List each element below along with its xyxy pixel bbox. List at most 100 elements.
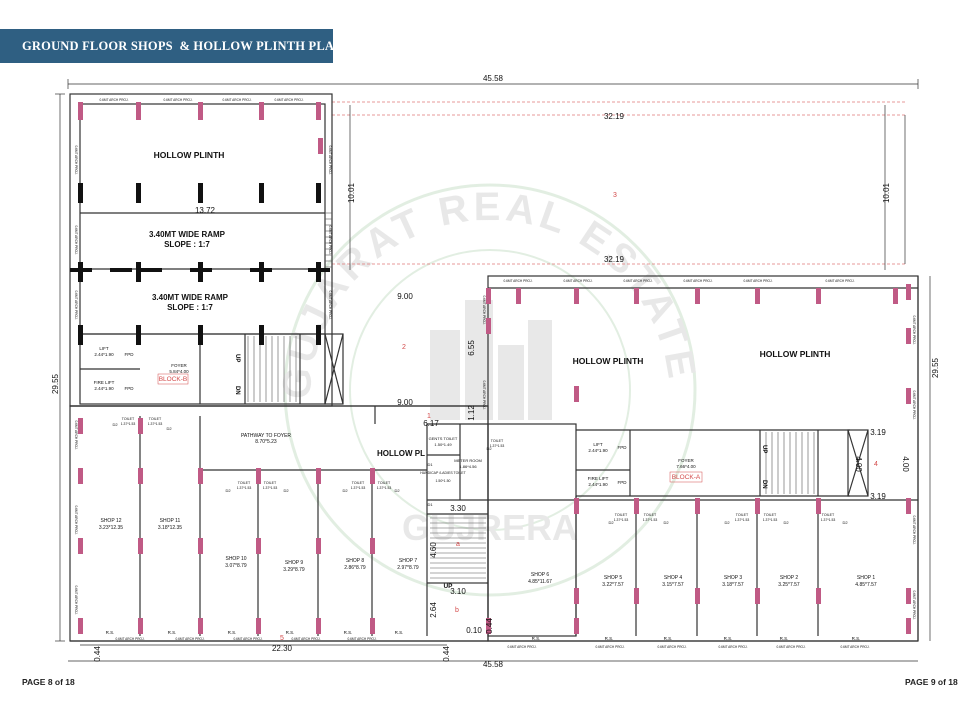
toilet-label: TOILET <box>764 513 777 517</box>
toilet-label: TOILET <box>238 481 251 485</box>
column <box>906 328 911 344</box>
rolling-shutter-label: R.S. <box>286 630 295 635</box>
arch-projection-label: 0.6MT ARCH PROJ. <box>508 645 537 649</box>
fire-lift-b-label: FIRE LIFT <box>94 380 115 385</box>
page-title-banner: GROUND FLOOR SHOPS & HOLLOW PLINTH PLAN <box>0 29 343 63</box>
foyer-a-label: FOYER <box>678 458 694 463</box>
page-number-left: PAGE 8 of 18 <box>22 677 75 687</box>
up-a: UP <box>761 445 767 453</box>
column <box>198 183 203 203</box>
dim-strip-617: 6.17 <box>423 419 439 428</box>
column <box>755 588 760 604</box>
arch-projection-label: 0.6MT ARCH PROJ. <box>826 279 855 283</box>
arch-projection-label: 0.6MT ARCH PROJ. <box>912 391 916 420</box>
column <box>893 288 898 304</box>
toilet-size: 1.37*1.53 <box>614 518 629 522</box>
toilet-size: 1.37*1.53 <box>643 518 658 522</box>
ramp-2-label: 3.40MT WIDE RAMP <box>152 293 229 302</box>
shop-name: SHOP 4 <box>664 575 682 581</box>
marker-4: 4 <box>874 461 878 468</box>
gents-toilet-size: 1.50*1.49 <box>434 442 452 447</box>
rolling-shutter-label: R.S. <box>664 636 673 641</box>
door-d2: D2 <box>342 488 348 493</box>
column <box>370 618 375 634</box>
hollow-pl-label: HOLLOW PL <box>377 449 425 458</box>
dim-mid-span: 32.19 <box>604 255 625 264</box>
shop-size: 3.23*12.35 <box>99 525 123 531</box>
shop-name: SHOP 1 <box>857 575 875 581</box>
toilet-label: TOILET <box>644 513 657 517</box>
column <box>198 468 203 484</box>
column <box>138 538 143 554</box>
toilet-size: 1.37*1.53 <box>237 486 252 490</box>
arch-projection-label: 0.6MT ARCH PROJ. <box>912 591 916 620</box>
column <box>906 284 911 300</box>
shop-size: 2.86*8.79 <box>344 565 366 571</box>
dim-top-span: 32.19 <box>604 112 625 121</box>
toilet-label: TOILET <box>491 439 504 443</box>
arch-projection-label: 0.6MT ARCH PROJ. <box>223 98 252 102</box>
column <box>316 468 321 484</box>
dim-right-height: 29.55 <box>931 357 940 378</box>
arch-projection-label: 0.6MT ARCH PROJ. <box>841 645 870 649</box>
arch-projection-label: 0.6MT ARCH PROJ. <box>74 291 78 320</box>
arch-projection-label: 0.6MT ARCH PROJ. <box>176 637 205 641</box>
column <box>816 588 821 604</box>
toilet-size: 1.37*1.53 <box>121 422 136 426</box>
marker-b: b <box>455 607 459 614</box>
stair-treads <box>247 212 815 584</box>
dim-gap: 0.10 <box>466 626 482 635</box>
dim-overall-height: 29.55 <box>51 373 60 394</box>
toilet-label: TOILET <box>615 513 628 517</box>
column <box>138 618 143 634</box>
arch-projection-label: 0.6MT ARCH PROJ. <box>719 645 748 649</box>
column <box>574 588 579 604</box>
rolling-shutter-label: R.S. <box>780 636 789 641</box>
fire-lift-a-label: FIRE LIFT <box>588 476 609 481</box>
hollow-plinth-right-label: HOLLOW PLINTH <box>760 349 831 359</box>
plan-labels: HOLLOW PLINTH 3.40MT WIDE RAMP SLOPE : 1… <box>94 150 831 590</box>
column <box>316 325 321 345</box>
door-d2: D2 <box>842 520 848 525</box>
lift-a-size: 2.44*1.90 <box>588 448 608 453</box>
shop-size: 3.07*8.79 <box>225 563 247 569</box>
arch-projection-label: 0.6MT ARCH PROJ. <box>164 98 193 102</box>
column <box>516 288 521 304</box>
rolling-shutter-label: R.S. <box>106 630 115 635</box>
toilet-size: 1.37*1.53 <box>351 486 366 490</box>
arch-projection-label: 0.6MT ARCH PROJ. <box>596 645 625 649</box>
arch-projection-label: 0.6MT ARCH PROJ. <box>744 279 773 283</box>
shop-size: 3.22*7.57 <box>602 582 624 588</box>
rolling-shutter-label: R.S. <box>852 636 861 641</box>
arch-projection-label: 0.6MT ARCH PROJ. <box>482 381 486 410</box>
arch-projection-label: 0.6MT ARCH PROJ. <box>777 645 806 649</box>
dim-bottom-span: 22.30 <box>272 644 293 653</box>
arch-projection-label: 0.6MT ARCH PROJ. <box>624 279 653 283</box>
column <box>316 103 321 119</box>
hollow-plinth-centre-label: HOLLOW PLINTH <box>573 356 644 366</box>
arch-projection-label: 0.6MT ARCH PROJ. <box>74 226 78 255</box>
arch-projection-label: 0.6MT ARCH PROJ. <box>564 279 593 283</box>
watermark-seal: GUJARAT REAL ESTATE REGULATORY AUTHORITY… <box>0 0 701 597</box>
column <box>634 288 639 304</box>
rolling-shutter-label: R.S. <box>395 630 404 635</box>
arch-projection-label: 0.6MT ARCH PROJ. <box>234 637 263 641</box>
shop-size: 3.18*7.57 <box>722 582 744 588</box>
toilet-label: TOILET <box>822 513 835 517</box>
door-d2: D2 <box>166 426 172 431</box>
arch-projection-label: 0.6MT ARCH PROJ. <box>100 98 129 102</box>
dn-a: DN <box>761 480 767 489</box>
column <box>78 618 83 634</box>
column <box>259 325 264 345</box>
column <box>574 498 579 514</box>
door-d2: D2 <box>283 488 289 493</box>
beam <box>110 268 132 272</box>
foyer-b-size: 5.84*4.00 <box>169 369 189 374</box>
block-a-label: BLOCK-A <box>672 474 701 481</box>
marker-5: 5 <box>280 635 284 642</box>
column <box>136 102 141 120</box>
dim-edge-right2: 0.44 <box>485 618 494 634</box>
toilet-label: TOILET <box>264 481 277 485</box>
column <box>256 468 261 484</box>
